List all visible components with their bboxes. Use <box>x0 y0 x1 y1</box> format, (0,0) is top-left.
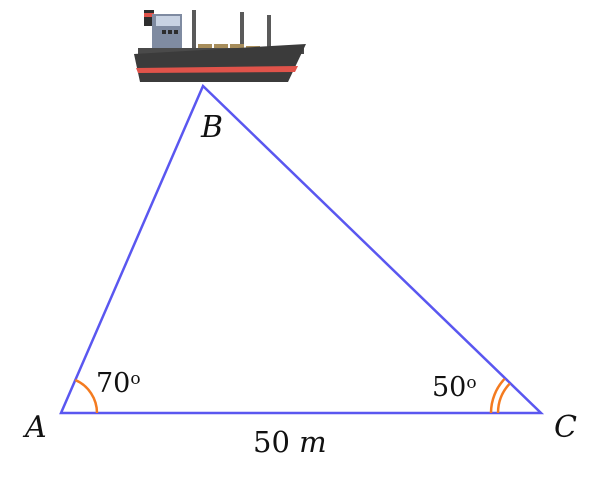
angle-arc-c-inner <box>496 382 511 414</box>
angle-value-c: 50 <box>432 372 466 403</box>
vertex-label-c: C <box>554 410 577 445</box>
angle-value-a: 70 <box>96 368 130 399</box>
triangle <box>59 83 545 415</box>
base-length-value: 50 <box>253 425 290 459</box>
vertex-label-a: A <box>22 410 47 445</box>
degree-mark-a: o <box>130 369 140 389</box>
base-length-label: 50 m <box>253 425 327 459</box>
angle-label-a: 70o <box>96 368 141 399</box>
angle-label-c: 50o <box>432 372 477 403</box>
angle-arc-a <box>74 378 99 414</box>
vertex-label-b: B <box>200 110 223 145</box>
angle-arc-c-outer <box>489 377 506 414</box>
base-length-unit: m <box>299 425 327 459</box>
degree-mark-c: o <box>466 373 476 393</box>
cargo-ship-icon <box>134 10 306 82</box>
